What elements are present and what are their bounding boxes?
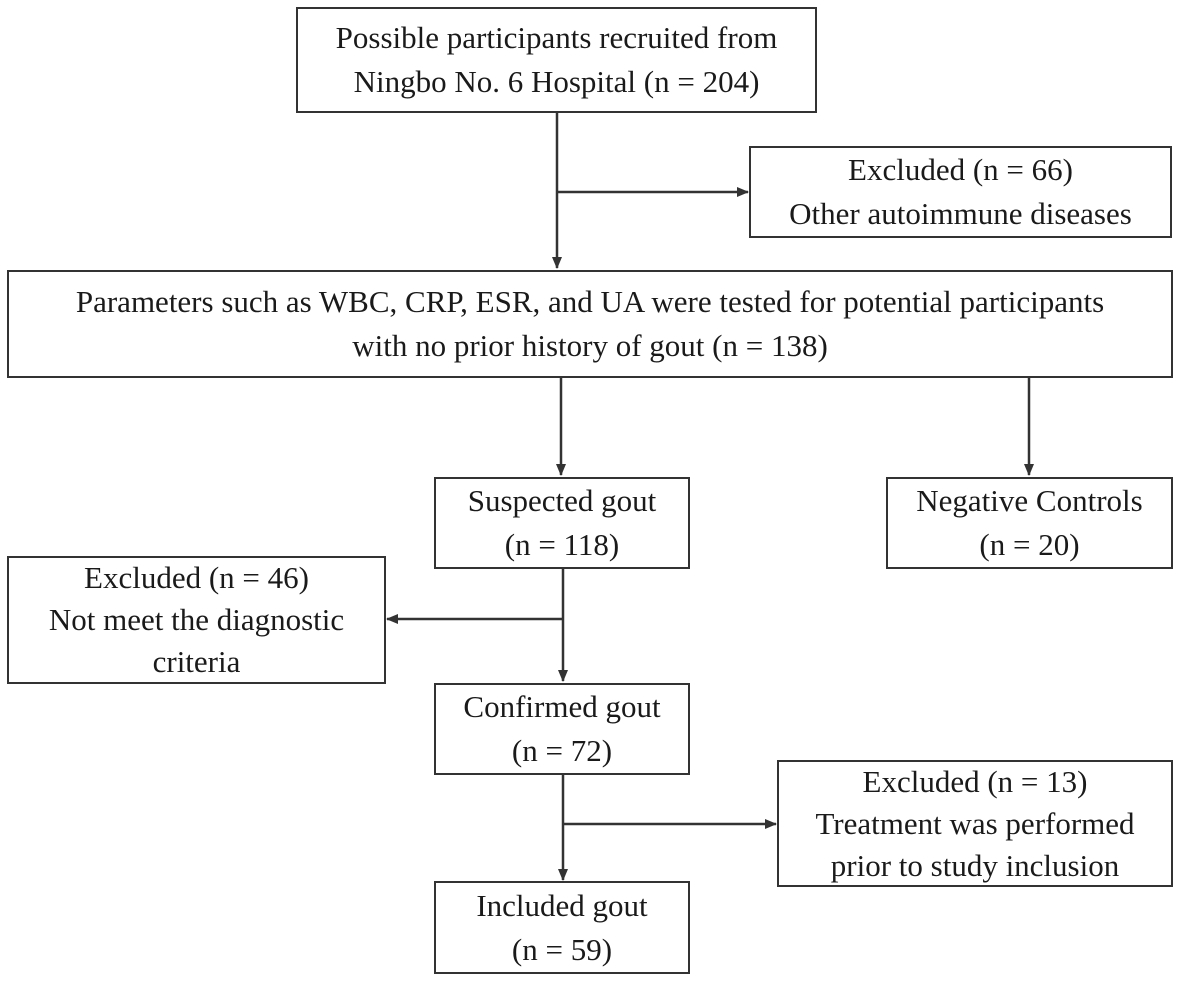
recruited-line-1: Possible participants recruited from (335, 20, 778, 55)
tested-box: Parameters such as WBC, CRP, ESR, and UA… (7, 270, 1173, 378)
excluded-autoimmune-line-1: Excluded (n = 66) (848, 152, 1073, 187)
confirmed-gout-line-2: (n = 72) (511, 733, 613, 768)
confirmed-gout-line-1: Confirmed gout (463, 689, 661, 724)
confirmed-gout-box: Confirmed gout (n = 72) (434, 683, 690, 775)
excluded-treatment-line-3: prior to study inclusion (830, 847, 1120, 883)
excluded-autoimmune-line-2: Other autoimmune diseases (789, 196, 1132, 231)
tested-line-1: Parameters such as WBC, CRP, ESR, and UA… (75, 284, 1105, 319)
excluded-treatment-line-1: Excluded (n = 13) (862, 763, 1088, 799)
included-gout-box: Included gout (n = 59) (434, 881, 690, 974)
excluded-treatment-line-2: Treatment was performed (815, 805, 1135, 841)
suspected-gout-line-2: (n = 118) (504, 527, 620, 562)
negative-controls-line-1: Negative Controls (916, 483, 1143, 518)
excluded-diagnostic-line-2: Not meet the diagnostic (48, 602, 345, 637)
included-gout-line-2: (n = 59) (511, 931, 613, 967)
recruited-box: Possible participants recruited from Nin… (296, 7, 817, 113)
negative-controls-box: Negative Controls (n = 20) (886, 477, 1173, 569)
negative-controls-line-2: (n = 20) (979, 527, 1080, 562)
excluded-treatment-box: Excluded (n = 13) Treatment was performe… (777, 760, 1173, 887)
excluded-autoimmune-box: Excluded (n = 66) Other autoimmune disea… (749, 146, 1172, 238)
suspected-gout-line-1: Suspected gout (467, 483, 657, 518)
suspected-gout-box: Suspected gout (n = 118) (434, 477, 690, 569)
excluded-diagnostic-box: Excluded (n = 46) Not meet the diagnosti… (7, 556, 386, 684)
recruited-line-2: Ningbo No. 6 Hospital (n = 204) (353, 64, 760, 99)
excluded-diagnostic-line-3: criteria (152, 644, 241, 679)
included-gout-line-1: Included gout (476, 887, 648, 923)
excluded-diagnostic-line-1: Excluded (n = 46) (84, 560, 309, 595)
tested-line-2: with no prior history of gout (n = 138) (352, 328, 828, 363)
